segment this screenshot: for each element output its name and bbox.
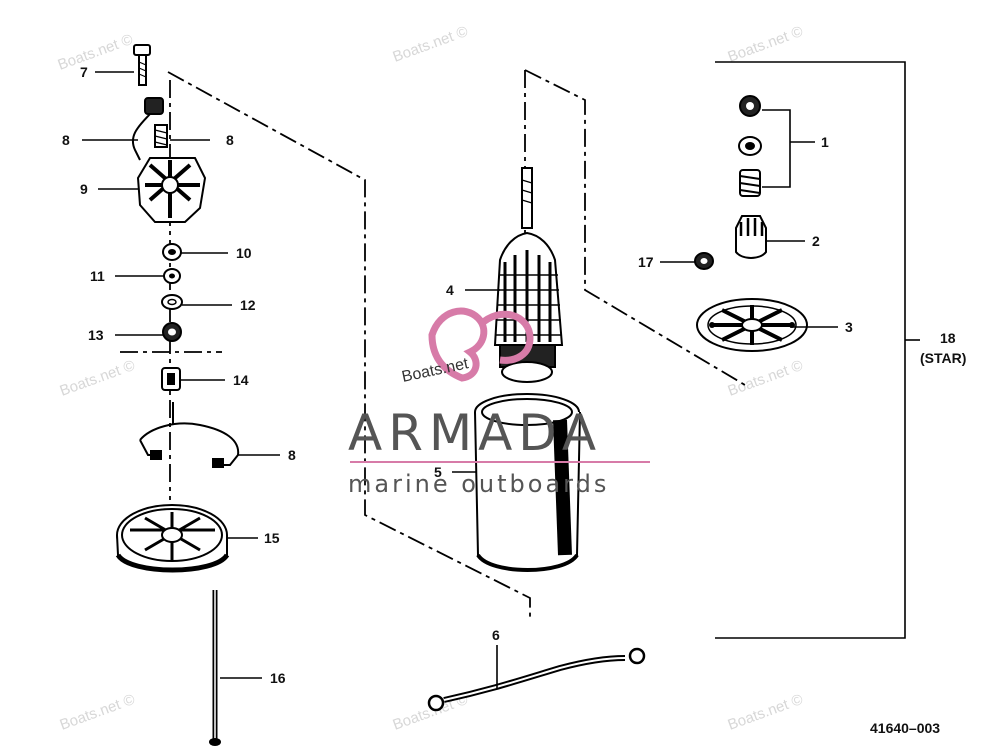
part-11-washer xyxy=(163,268,181,284)
callout-8: 8 xyxy=(62,132,70,148)
part-10-nut xyxy=(162,243,182,261)
leader-lines xyxy=(82,71,838,688)
callout-11: 11 xyxy=(90,268,105,284)
callout-6: 6 xyxy=(492,627,500,643)
watermark-text: Boats.net © xyxy=(726,691,806,734)
part-8-brush-plate xyxy=(139,402,240,468)
callout-8: 8 xyxy=(226,132,234,148)
assembly-line-right xyxy=(524,69,746,386)
callout-1: 1 xyxy=(821,134,829,150)
callout-10: 10 xyxy=(236,245,252,261)
callout-labels: 7 8 8 9 10 11 12 13 14 8 15 16 4 5 6 1 2… xyxy=(62,64,966,686)
callout-2: 2 xyxy=(812,233,820,249)
watermark-text: Boats.net © xyxy=(726,357,806,400)
watermark-text: Boats.net © xyxy=(726,23,806,66)
document-number: 41640–003 xyxy=(870,720,940,736)
callout-5: 5 xyxy=(434,464,442,480)
part-2-pinion xyxy=(735,215,767,259)
part-14-terminal xyxy=(161,367,181,391)
assembly-line-left xyxy=(167,71,531,620)
watermark-text: Boats.net © xyxy=(58,357,138,400)
logo-mark-icon xyxy=(428,307,488,382)
watermark-text: Boats.net © xyxy=(391,23,471,66)
callout-15: 15 xyxy=(264,530,280,546)
watermark-text: Boats.net © xyxy=(58,691,138,734)
logo-tagline: marine outboards xyxy=(348,470,609,498)
part-7-bolt xyxy=(133,44,151,86)
part-8-brush-lead xyxy=(131,97,168,161)
part-6-cable xyxy=(427,647,646,712)
callout-16: 16 xyxy=(270,670,286,686)
logo-word: ARMADA xyxy=(348,404,602,462)
part-1-drive-hardware xyxy=(738,95,762,197)
callout-17: 17 xyxy=(638,254,654,270)
logo-swoosh-icon xyxy=(477,310,534,364)
callout-13: 13 xyxy=(88,327,104,343)
part-3-end-frame xyxy=(696,298,808,352)
callout-3: 3 xyxy=(845,319,853,335)
assembly-lines xyxy=(120,69,746,620)
callout-14: 14 xyxy=(233,372,249,388)
part-12-washer xyxy=(161,294,183,310)
callout-18: 18 xyxy=(940,330,956,346)
assembly-bracket-18 xyxy=(715,61,906,639)
part-16-through-bolt xyxy=(209,590,221,746)
callout-9: 9 xyxy=(80,181,88,197)
part-17-nut xyxy=(694,252,714,270)
part-9-brush-holder xyxy=(136,157,207,223)
armada-logo: Boats.net ARMADA marine outboards xyxy=(348,307,650,498)
bracket-1 xyxy=(762,109,791,188)
callout-8: 8 xyxy=(288,447,296,463)
watermark-text: Boats.net © xyxy=(56,31,136,74)
callout-18-note: (STAR) xyxy=(920,350,966,366)
callout-12: 12 xyxy=(240,297,256,313)
part-5-frame xyxy=(474,393,581,572)
callout-4: 4 xyxy=(446,282,454,298)
part-13-nut xyxy=(162,322,182,342)
part-15-end-cap xyxy=(115,504,230,573)
callout-7: 7 xyxy=(80,64,88,80)
